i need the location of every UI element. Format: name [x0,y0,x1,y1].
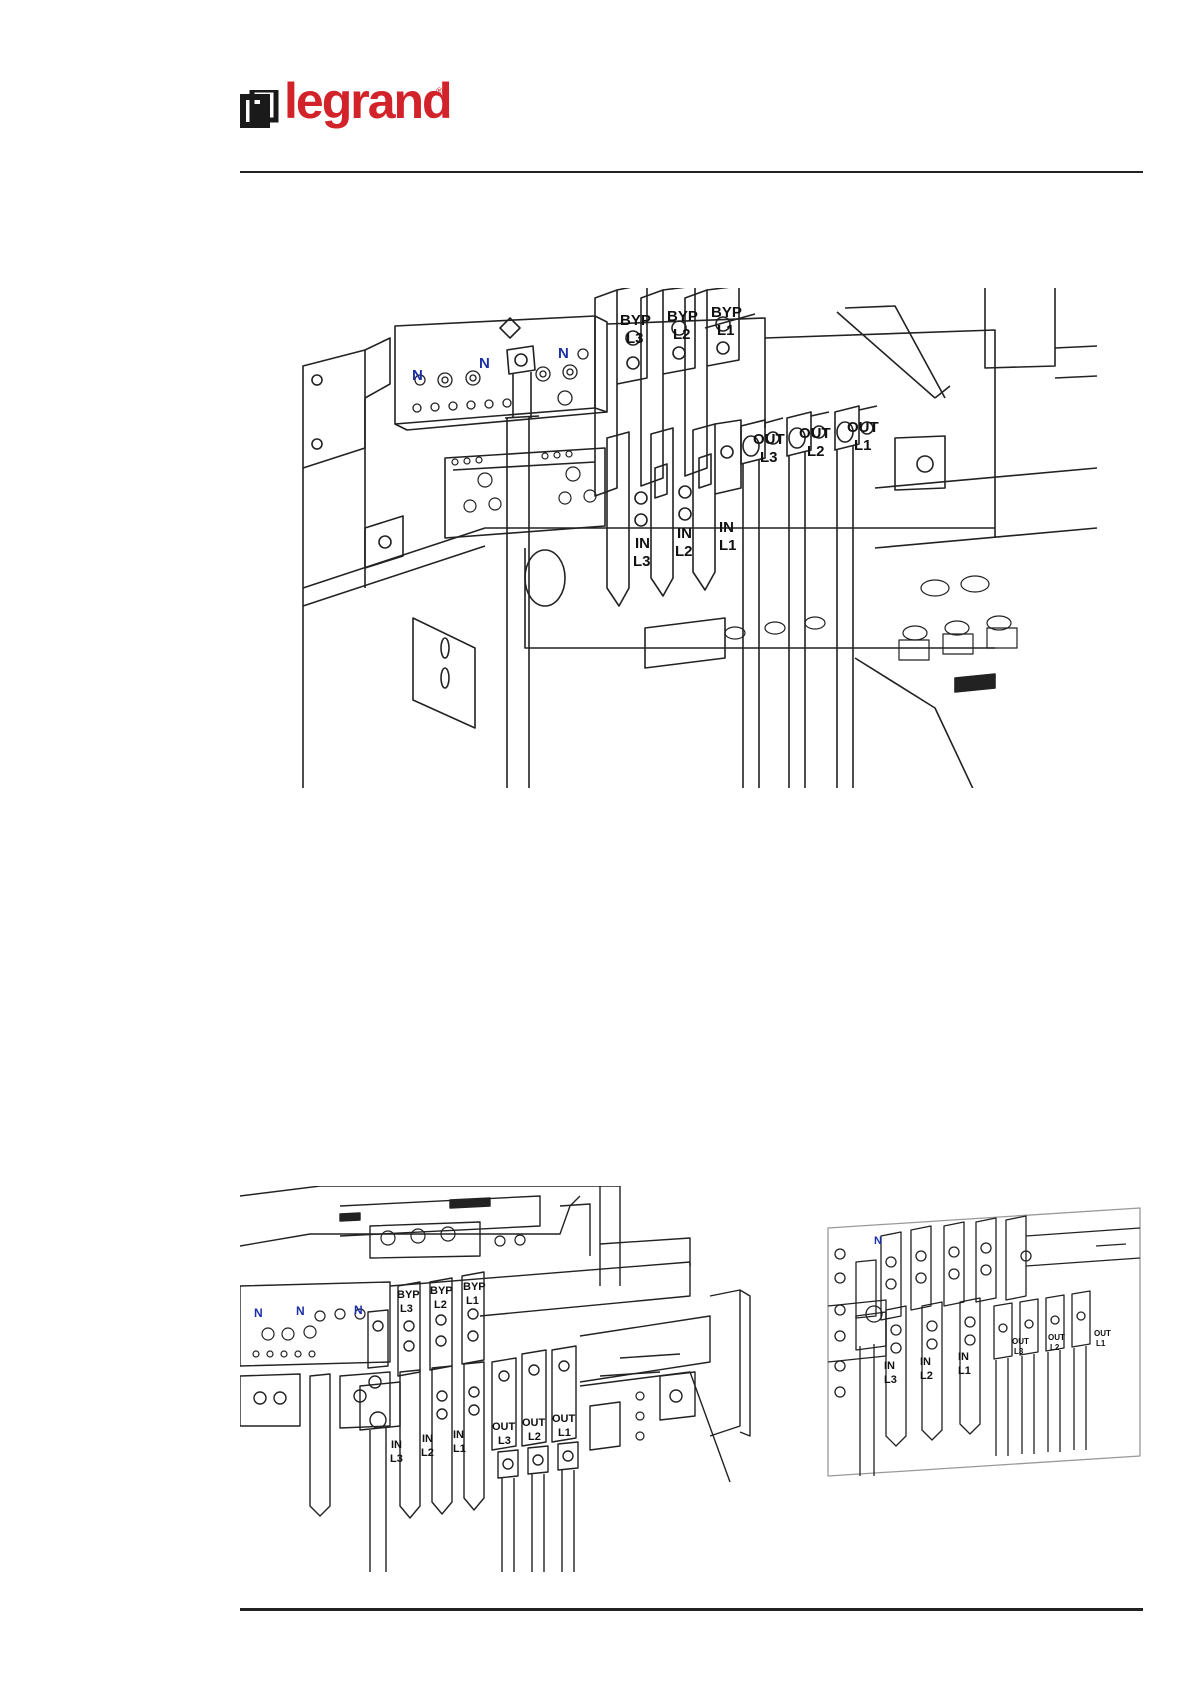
f2-byp-l3-bottom: L3 [400,1303,413,1315]
in-l3-label-bottom: L3 [633,553,651,570]
terminal-diagram-front: N N N BYP L3 BYP L2 BYP L1 IN L3 IN L2 I… [240,1186,790,1572]
in-l2-label-bottom: L2 [675,543,693,560]
f3-in-l3-top: IN [884,1360,895,1372]
f2-byp-l1-bottom: L1 [466,1295,479,1307]
f3-neutral-label: N [874,1235,882,1247]
f3-in-l2-bottom: L2 [920,1370,933,1382]
f3-out-l3-bottom: L3 [1014,1347,1024,1356]
neutral-label-1: N [412,367,423,384]
f2-out-l2-top: OUT [522,1417,546,1429]
f2-neutral-label-1: N [254,1306,263,1320]
in-l2-label-top: IN [677,525,692,542]
byp-l1-label-top: BYP [711,304,742,321]
in-l1-label-bottom: L1 [719,537,737,554]
out-l1-label-top: OUT [847,419,879,436]
f2-byp-l2-top: BYP [430,1285,453,1297]
footer-divider [240,1608,1143,1611]
in-l3-label-top: IN [635,535,650,552]
f2-byp-l1-top: BYP [463,1281,486,1293]
neutral-label-2: N [479,355,490,372]
byp-l2-label-top: BYP [667,308,698,325]
registered-mark: ® [436,86,443,96]
f3-out-l3-top: OUT [1012,1337,1029,1346]
f3-in-l1-top: IN [958,1351,969,1363]
byp-l1-label-bottom: L1 [717,322,735,339]
f3-out-l1-top: OUT [1094,1329,1111,1338]
terminal-diagram-main: N N N BYP L3 BYP L2 BYP L1 IN L3 IN L2 I… [295,288,1097,788]
terminal-diagram-closeup: N IN L3 IN L2 IN L1 OUT L3 OUT L2 OUT L1 [826,1206,1142,1482]
f3-in-l3-bottom: L3 [884,1374,897,1386]
byp-l2-label-bottom: L2 [673,326,691,343]
legrand-logo: legrand ® [240,84,450,140]
legrand-square-icon [240,90,280,130]
f2-in-l1-bottom: L1 [453,1443,466,1455]
f2-in-l2-bottom: L2 [421,1447,434,1459]
out-l2-label-top: OUT [799,425,831,442]
f2-byp-l3-top: BYP [397,1289,420,1301]
f2-neutral-label-3: N [354,1303,363,1317]
byp-l3-label-bottom: L3 [626,330,644,347]
byp-l3-label-top: BYP [620,312,651,329]
f3-in-l1-bottom: L1 [958,1365,971,1377]
f2-in-l3-top: IN [391,1439,402,1451]
out-l3-label-top: OUT [753,431,785,448]
neutral-label-3: N [558,345,569,362]
f2-out-l3-top: OUT [492,1421,516,1433]
f2-neutral-label-2: N [296,1304,305,1318]
f2-in-l2-top: IN [422,1433,433,1445]
in-l1-label-top: IN [719,519,734,536]
f2-out-l1-bottom: L1 [558,1427,571,1439]
f3-out-l2-top: OUT [1048,1333,1065,1342]
out-l2-label-bottom: L2 [807,443,825,460]
f2-out-l2-bottom: L2 [528,1431,541,1443]
header-divider [240,171,1143,173]
f2-in-l3-bottom: L3 [390,1453,403,1465]
f3-in-l2-top: IN [920,1356,931,1368]
out-l3-label-bottom: L3 [760,449,778,466]
f2-out-l1-top: OUT [552,1413,576,1425]
f2-byp-l2-bottom: L2 [434,1299,447,1311]
logo-wordmark: legrand [284,76,451,126]
f3-out-l2-bottom: L2 [1050,1343,1060,1352]
f3-out-l1-bottom: L1 [1096,1339,1106,1348]
f2-out-l3-bottom: L3 [498,1435,511,1447]
f2-in-l1-top: IN [453,1429,464,1441]
out-l1-label-bottom: L1 [854,437,872,454]
